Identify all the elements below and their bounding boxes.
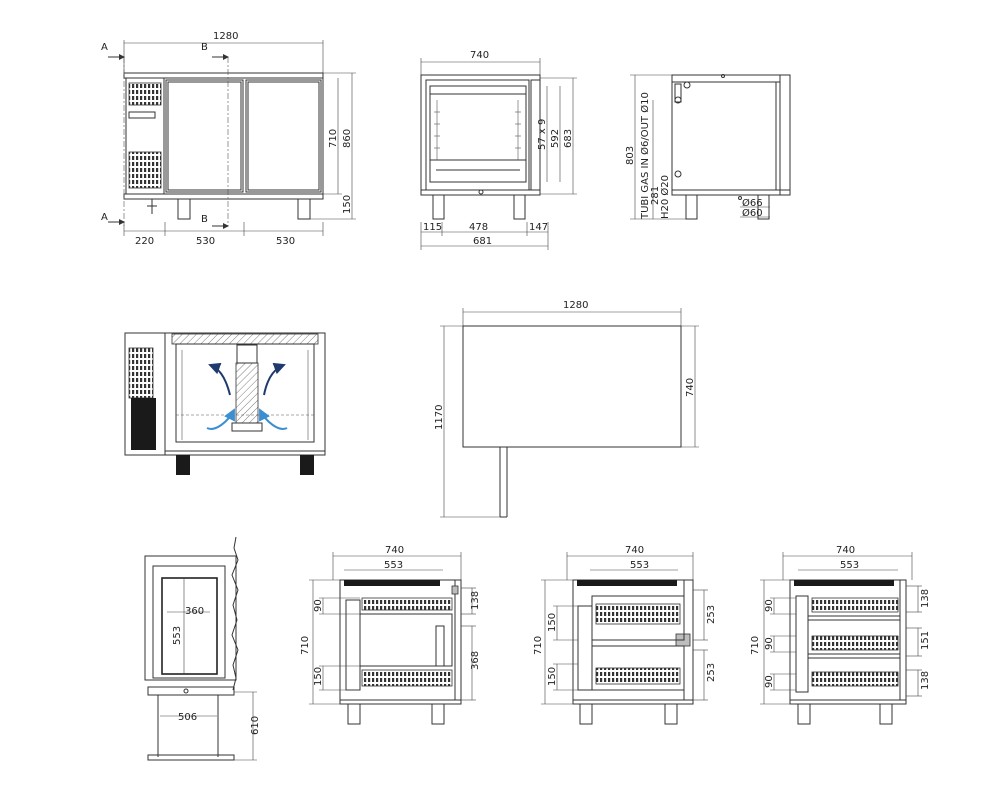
s1-inner: 553 [384,560,403,571]
front-height-860: 860 [342,129,353,148]
side-shelf-57x9: 57 x 9 [537,119,548,150]
s3-138b: 138 [920,671,931,690]
side-w-681: 681 [473,236,492,247]
s1-90: 90 [313,599,324,612]
s3-inner: 553 [840,560,859,571]
side-w-478: 478 [469,222,488,233]
drawer-610: 610 [250,716,261,735]
s3-151: 151 [920,631,931,650]
s1-368: 368 [470,651,481,670]
drawer-360: 360 [185,606,204,617]
front-legs-150: 150 [342,195,353,214]
s1-height: 710 [300,636,311,655]
side-width-label: 740 [470,50,489,61]
section-a-bottom: A [101,212,108,223]
front-w-530b: 530 [276,236,295,247]
s2-width: 740 [625,545,644,556]
section-b-top: B [201,42,208,53]
s3-width: 740 [836,545,855,556]
plan-width-label: 1280 [563,300,588,311]
plan-depth-label: 740 [685,378,696,397]
front-w-530a: 530 [196,236,215,247]
s3-90c: 90 [764,675,775,688]
s1-138: 138 [470,591,481,610]
airflow-section [124,332,326,475]
drawer-detail: 360 553 506 610 [144,536,261,761]
s1-width: 740 [385,545,404,556]
plan-total-label: 1170 [434,405,445,430]
drawer-506: 506 [178,712,197,723]
rear-281: 281 [650,186,661,205]
front-width-label: 1280 [213,31,238,42]
rear-d60: Ø60 [742,207,763,219]
side-w-115: 115 [423,222,442,233]
drawer-553: 553 [172,626,183,645]
s2-253b: 253 [706,663,717,682]
section-view-1: 740 553 710 90 150 138 368 [300,545,481,725]
rear-height-803: 803 [625,146,636,165]
rear-view: 803 TUBI GAS IN Ø6/OUT Ø10 281 H20 Ø20 Ø… [625,74,791,220]
front-view: 1280 A A B B [101,31,356,247]
rear-h2o: H20 Ø20 [659,175,671,219]
side-view: 740 57 x 9 592 683 [420,50,577,250]
rear-tubi-gas: TUBI GAS IN Ø6/OUT Ø10 [639,92,651,220]
s1-150: 150 [313,667,324,686]
s3-90a: 90 [764,599,775,612]
front-w-220: 220 [135,236,154,247]
rear-d66: Ø66 [742,197,763,209]
front-height-710: 710 [328,129,339,148]
s2-inner: 553 [630,560,649,571]
s2-150b: 150 [547,667,558,686]
side-inner-592: 592 [550,129,561,148]
section-view-2: 740 553 710 150 150 253 253 [533,545,717,725]
s3-138a: 138 [920,589,931,608]
s2-253a: 253 [706,605,717,624]
s2-150a: 150 [547,613,558,632]
section-b-bottom: B [201,214,208,225]
plan-view: 1280 740 1170 [434,300,699,518]
side-w-147: 147 [529,222,548,233]
section-a-top: A [101,42,108,53]
s3-90b: 90 [764,637,775,650]
section-view-3: 740 553 710 90 90 90 138 [750,545,931,725]
side-outer-683: 683 [563,129,574,148]
s2-height: 710 [533,636,544,655]
s3-height: 710 [750,636,761,655]
